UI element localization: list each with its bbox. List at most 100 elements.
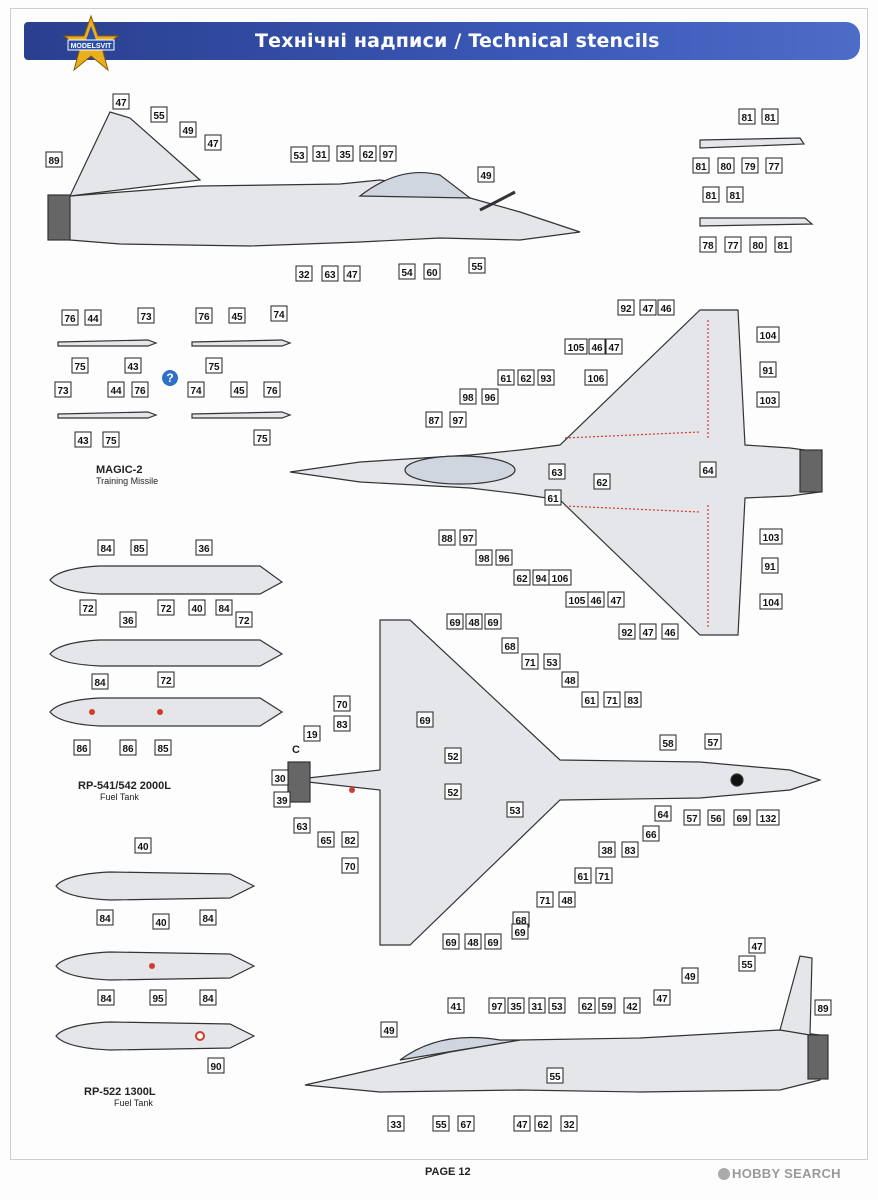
- callout-label: 38: [598, 841, 616, 858]
- callout-label: 74: [187, 381, 205, 398]
- svg-text:76: 76: [198, 312, 210, 323]
- callout-label: 95: [149, 989, 167, 1006]
- callout-label: 61: [574, 867, 592, 884]
- svg-text:83: 83: [627, 696, 639, 707]
- callout-label: 97: [379, 145, 397, 162]
- svg-text:90: 90: [210, 1062, 222, 1073]
- svg-text:105: 105: [568, 343, 585, 354]
- svg-text:61: 61: [500, 374, 512, 385]
- svg-text:72: 72: [160, 604, 172, 615]
- callout-label: 69: [446, 613, 464, 630]
- svg-text:71: 71: [598, 872, 610, 883]
- svg-text:103: 103: [763, 533, 780, 544]
- callout-label: 75: [102, 431, 120, 448]
- callout-label: 72: [157, 599, 175, 616]
- svg-text:61: 61: [577, 872, 589, 883]
- svg-text:58: 58: [662, 739, 674, 750]
- callout-label: 49: [681, 967, 699, 984]
- callout-label: 89: [814, 999, 832, 1016]
- svg-text:98: 98: [478, 554, 490, 565]
- svg-text:73: 73: [140, 312, 152, 323]
- svg-text:63: 63: [324, 270, 336, 281]
- callout-label: 59: [598, 997, 616, 1014]
- callout-label: 76: [61, 309, 79, 326]
- callout-label: 104: [759, 593, 783, 610]
- callout-label: 46: [657, 299, 675, 316]
- callout-label: 70: [341, 857, 359, 874]
- svg-text:35: 35: [510, 1002, 522, 1013]
- svg-text:46: 46: [591, 343, 603, 354]
- callout-label: 58: [659, 734, 677, 751]
- callout-label: 44: [107, 381, 125, 398]
- svg-text:76: 76: [266, 386, 278, 397]
- plan-view-bottom: [287, 619, 822, 946]
- callout-label: 53: [543, 653, 561, 670]
- callout-label: 66: [642, 825, 660, 842]
- svg-text:45: 45: [231, 312, 243, 323]
- callout-label: 45: [228, 307, 246, 324]
- svg-text:83: 83: [624, 846, 636, 857]
- callout-label: 83: [621, 841, 639, 858]
- callout-label: 19: [303, 725, 321, 742]
- callout-label: 106: [584, 369, 608, 386]
- tank2-subcaption: Fuel Tank: [114, 1098, 153, 1108]
- callout-label: 80: [717, 157, 735, 174]
- svg-text:72: 72: [160, 676, 172, 687]
- svg-text:55: 55: [435, 1120, 447, 1131]
- svg-text:44: 44: [87, 314, 99, 325]
- side-view-bottom: [304, 955, 829, 1093]
- svg-text:105: 105: [569, 596, 586, 607]
- svg-text:36: 36: [122, 616, 134, 627]
- svg-text:98: 98: [462, 393, 474, 404]
- svg-text:78: 78: [702, 241, 714, 252]
- callout-label: 47: [605, 338, 623, 355]
- callout-layer: 4755494789533135629749553263475460558181…: [45, 93, 832, 1132]
- callout-label: 73: [137, 307, 155, 324]
- svg-text:47: 47: [608, 343, 620, 354]
- callout-label: 53: [548, 997, 566, 1014]
- svg-text:89: 89: [48, 156, 60, 167]
- svg-text:67: 67: [460, 1120, 472, 1131]
- fuel-tanks-2000: [49, 565, 284, 727]
- callout-label: 81: [726, 186, 744, 203]
- svg-text:35: 35: [339, 150, 351, 161]
- svg-text:60: 60: [426, 268, 438, 279]
- svg-text:32: 32: [298, 270, 310, 281]
- callout-label: 71: [536, 891, 554, 908]
- svg-text:43: 43: [127, 362, 139, 373]
- svg-text:84: 84: [99, 914, 111, 925]
- callout-label: 47: [204, 134, 222, 151]
- callout-label: 103: [756, 391, 780, 408]
- svg-text:49: 49: [383, 1026, 395, 1037]
- callout-label: 46: [587, 591, 605, 608]
- svg-text:88: 88: [441, 534, 453, 545]
- svg-text:57: 57: [686, 814, 698, 825]
- svg-text:53: 53: [509, 806, 521, 817]
- svg-text:81: 81: [777, 241, 789, 252]
- callout-label: 92: [618, 623, 636, 640]
- svg-text:46: 46: [590, 596, 602, 607]
- callout-label: 35: [507, 997, 525, 1014]
- svg-text:47: 47: [346, 270, 358, 281]
- callout-label: 84: [97, 989, 115, 1006]
- svg-text:86: 86: [76, 744, 88, 755]
- callout-label: 63: [293, 817, 311, 834]
- callout-label: 85: [154, 739, 172, 756]
- callout-label: 81: [738, 108, 756, 125]
- svg-text:38: 38: [601, 846, 613, 857]
- callout-label: 81: [692, 157, 710, 174]
- svg-text:62: 62: [362, 150, 374, 161]
- page-title: Технічні надписи / Technical stencils: [255, 30, 660, 52]
- svg-text:81: 81: [695, 162, 707, 173]
- callout-label: 98: [459, 388, 477, 405]
- svg-text:84: 84: [100, 544, 112, 555]
- callout-label: 35: [336, 145, 354, 162]
- svg-text:47: 47: [207, 139, 219, 150]
- callout-label: 55: [432, 1115, 450, 1132]
- svg-text:49: 49: [480, 171, 492, 182]
- callout-label: 90: [207, 1057, 225, 1074]
- callout-label: 53: [506, 801, 524, 818]
- svg-text:56: 56: [710, 814, 722, 825]
- svg-text:40: 40: [191, 604, 203, 615]
